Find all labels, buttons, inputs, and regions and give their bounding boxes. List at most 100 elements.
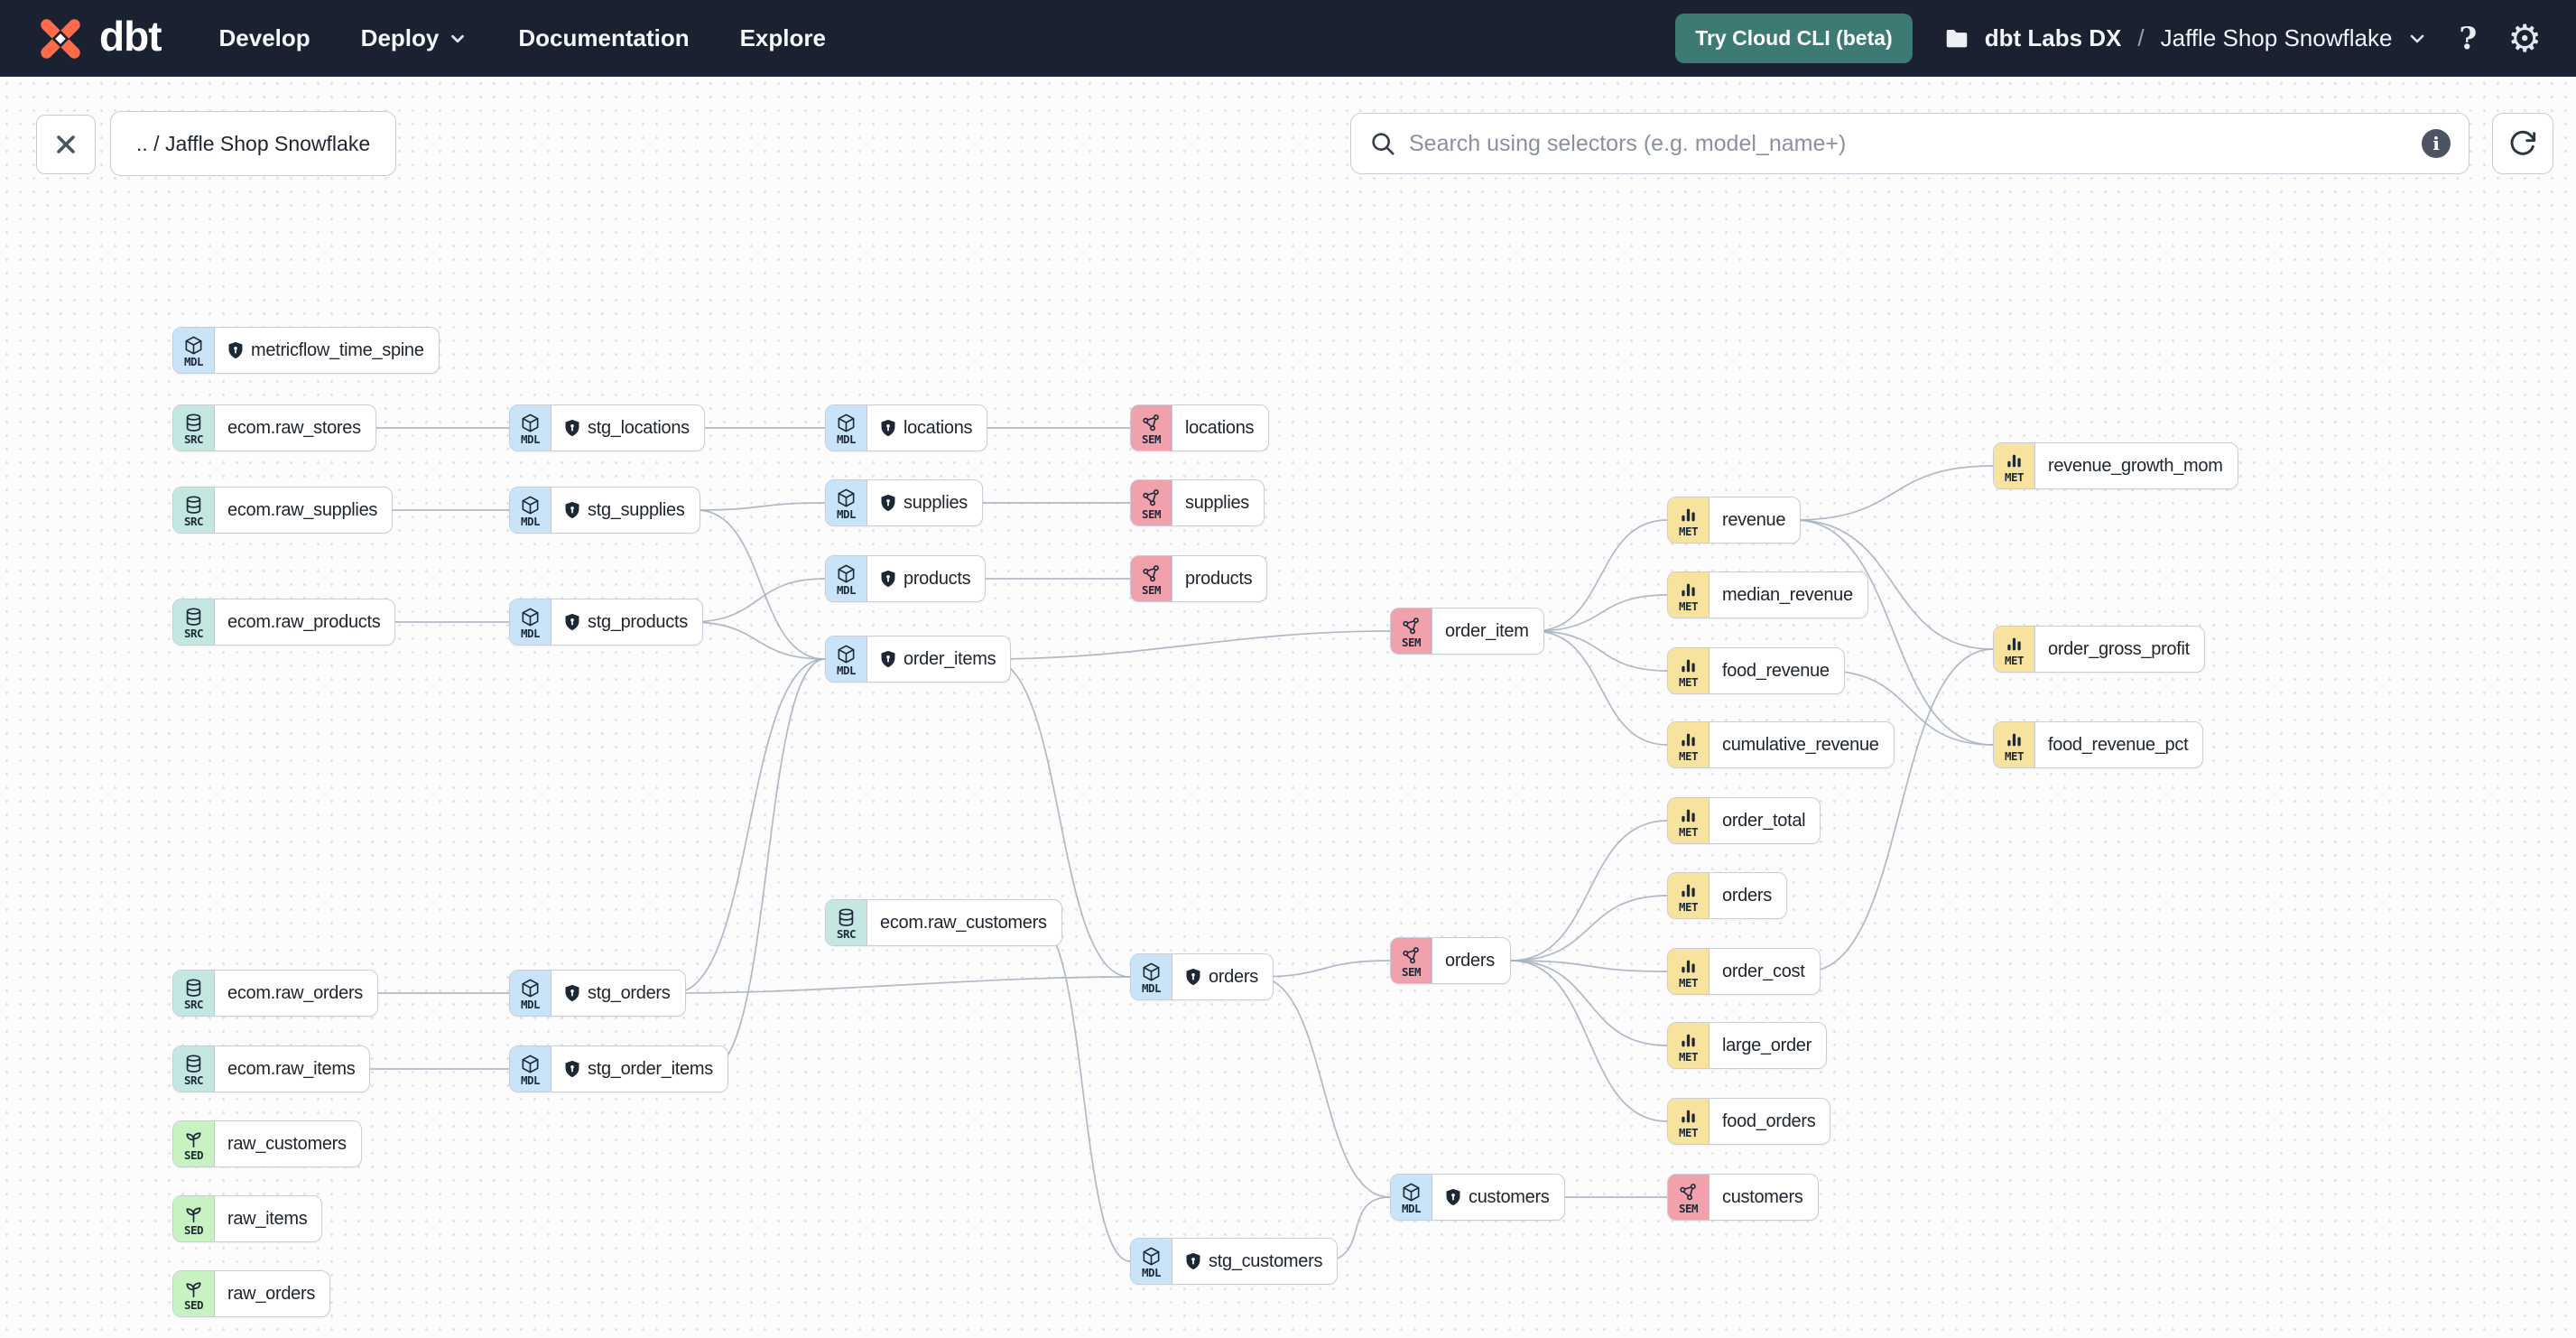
- node-label: supplies: [1185, 492, 1249, 513]
- try-cloud-cli-button[interactable]: Try Cloud CLI (beta): [1675, 14, 1913, 63]
- nav-item-documentation[interactable]: Documentation: [518, 24, 690, 51]
- met-badge: MET: [1668, 722, 1710, 767]
- node-label: orders: [1445, 950, 1495, 971]
- info-icon[interactable]: i: [2422, 129, 2451, 158]
- metric-icon: [1678, 729, 1699, 750]
- refresh-button[interactable]: [2492, 113, 2553, 174]
- lineage-canvas[interactable]: .. / Jaffle Shop Snowflake i MDLmetricfl…: [0, 77, 2576, 1338]
- model-icon: [836, 563, 857, 584]
- model-icon: [1401, 1182, 1422, 1203]
- help-button[interactable]: ?: [2459, 21, 2477, 57]
- shield-icon: [881, 494, 895, 512]
- edge-order_item_sem-to-median_revenue: [1534, 594, 1668, 632]
- settings-button[interactable]: ⚙: [2507, 19, 2542, 58]
- edge-orders_sem-to-large_order: [1510, 960, 1668, 1046]
- node-label: stg_order_items: [588, 1058, 713, 1079]
- mdl-badge: MDL: [510, 488, 551, 533]
- source-icon: [183, 1054, 204, 1074]
- edge-order_item_sem-to-revenue: [1534, 519, 1668, 632]
- graph-node-cumulative_revenue[interactable]: MET cumulative_revenue: [1667, 721, 1895, 768]
- mdl-badge: MDL: [510, 971, 551, 1016]
- nav-item-deploy[interactable]: Deploy: [361, 24, 468, 52]
- nav-item-explore[interactable]: Explore: [739, 24, 826, 51]
- node-label: ecom.raw_customers: [880, 912, 1047, 933]
- lineage-breadcrumb[interactable]: .. / Jaffle Shop Snowflake: [110, 111, 397, 176]
- selector-search: i: [1350, 113, 2469, 174]
- node-label: large_order: [1722, 1035, 1812, 1055]
- edge-orders_sem-to-order_cost: [1510, 960, 1668, 972]
- node-label: revenue_growth_mom: [2048, 455, 2223, 476]
- met-badge: MET: [1994, 722, 2035, 767]
- sed-badge: SED: [173, 1271, 215, 1316]
- edge-orders_sem-to-food_orders: [1510, 960, 1668, 1122]
- edge-stg_orders-to-order_items: [672, 658, 826, 994]
- chevron-down-icon: [2411, 34, 2424, 42]
- node-label: ecom.raw_products: [227, 611, 381, 632]
- search-input[interactable]: [1409, 130, 2409, 157]
- mdl-badge: MDL: [173, 328, 215, 373]
- source-icon: [183, 607, 204, 627]
- met-badge: MET: [1668, 497, 1710, 543]
- question-mark-icon: ?: [2459, 20, 2478, 57]
- node-label: cumulative_revenue: [1722, 734, 1879, 755]
- edge-revenue-to-order_gross_profit: [1793, 519, 1994, 650]
- shield-icon: [1186, 968, 1200, 986]
- project-switcher[interactable]: dbt Labs DX / Jaffle Shop Snowflake: [1943, 24, 2429, 52]
- edge-orders_mdl-to-customers_mdl: [1256, 976, 1391, 1198]
- dbt-logo[interactable]: dbt: [34, 13, 162, 65]
- node-label: orders: [1209, 966, 1258, 987]
- sem-badge: SEM: [1391, 609, 1432, 654]
- nav-item-develop[interactable]: Develop: [218, 24, 310, 51]
- close-icon: [57, 135, 75, 153]
- metric-icon: [2004, 451, 2025, 471]
- seed-icon: [183, 1278, 204, 1299]
- shield-icon: [881, 570, 895, 588]
- close-lineage-button[interactable]: [36, 115, 96, 174]
- model-icon: [836, 413, 857, 433]
- edge-order_cost-to-order_gross_profit: [1806, 648, 1994, 972]
- source-icon: [836, 907, 857, 928]
- mdl-badge: MDL: [1131, 1239, 1172, 1284]
- shield-icon: [565, 613, 579, 631]
- sem-badge: SEM: [1131, 405, 1172, 451]
